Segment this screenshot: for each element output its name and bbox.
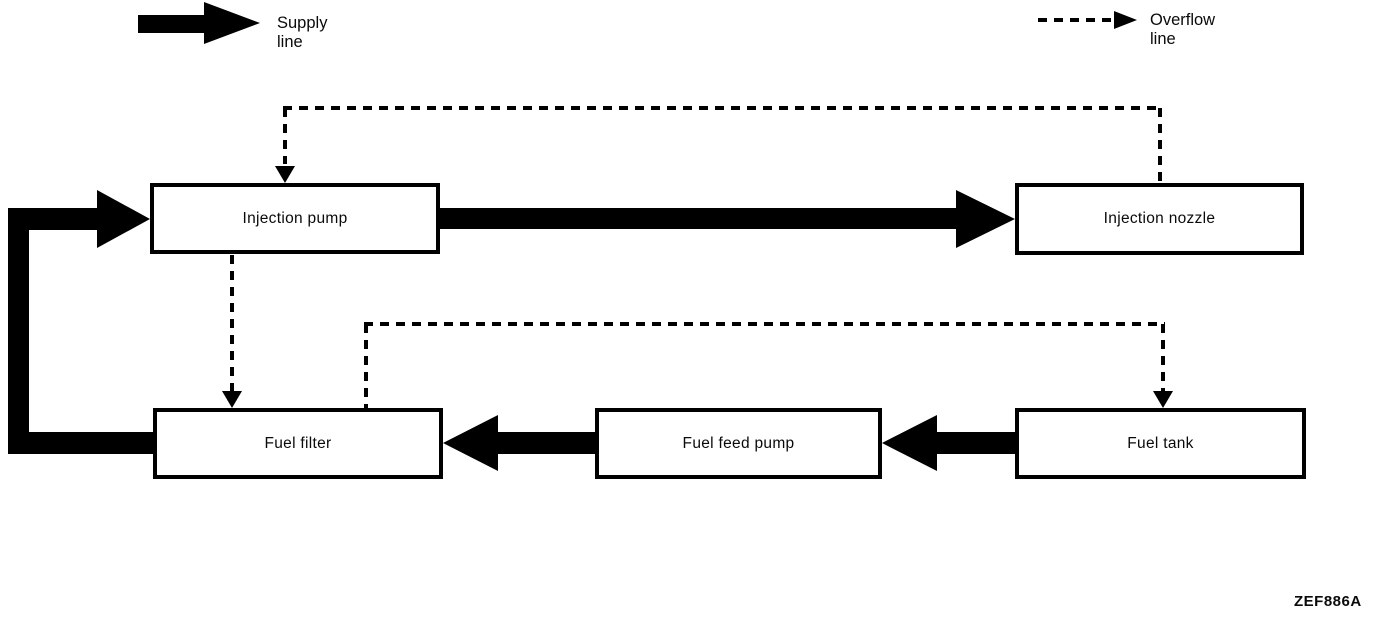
legend-supply-label: Supply line bbox=[277, 14, 328, 51]
overflow-arrowhead bbox=[1153, 391, 1173, 408]
node-injection-pump: Injection pump bbox=[150, 183, 440, 254]
figure-code: ZEF886A bbox=[1294, 593, 1362, 610]
supply-line-segment bbox=[8, 432, 153, 454]
supply-arrowhead bbox=[443, 415, 498, 471]
overflow-dash-segment bbox=[283, 106, 1162, 110]
node-injection-nozzle: Injection nozzle bbox=[1015, 183, 1304, 255]
overflow-arrowhead bbox=[1114, 11, 1137, 29]
overflow-dash-segment bbox=[1161, 324, 1165, 391]
node-label: Fuel filter bbox=[264, 434, 332, 452]
node-fuel-filter: Fuel filter bbox=[153, 408, 443, 479]
node-label: Fuel feed pump bbox=[682, 434, 795, 452]
supply-arrowhead bbox=[882, 415, 937, 471]
node-fuel-tank: Fuel tank bbox=[1015, 408, 1306, 479]
supply-arrowhead bbox=[97, 190, 150, 248]
supply-line-segment bbox=[440, 208, 958, 229]
node-label: Fuel tank bbox=[1127, 434, 1194, 452]
supply-arrow-shaft bbox=[138, 15, 210, 33]
overflow-dash-segment bbox=[364, 322, 1165, 326]
overflow-arrowhead bbox=[222, 391, 242, 408]
supply-arrowhead bbox=[204, 2, 260, 44]
supply-arrowhead bbox=[956, 190, 1015, 248]
supply-line-segment bbox=[496, 432, 595, 454]
overflow-dash-line bbox=[1038, 18, 1116, 22]
overflow-dash-segment bbox=[364, 324, 368, 408]
node-fuel-feed-pump: Fuel feed pump bbox=[595, 408, 882, 479]
overflow-arrowhead bbox=[275, 166, 295, 183]
node-label: Injection pump bbox=[242, 209, 348, 227]
overflow-dash-segment bbox=[230, 255, 234, 392]
node-label: Injection nozzle bbox=[1103, 210, 1216, 227]
overflow-dash-segment bbox=[283, 108, 287, 164]
supply-line-segment bbox=[8, 208, 29, 454]
overflow-dash-segment bbox=[1158, 108, 1162, 183]
supply-line-segment bbox=[929, 432, 1015, 454]
supply-line-segment bbox=[8, 208, 100, 230]
legend-overflow-label: Overflow line bbox=[1150, 11, 1216, 48]
